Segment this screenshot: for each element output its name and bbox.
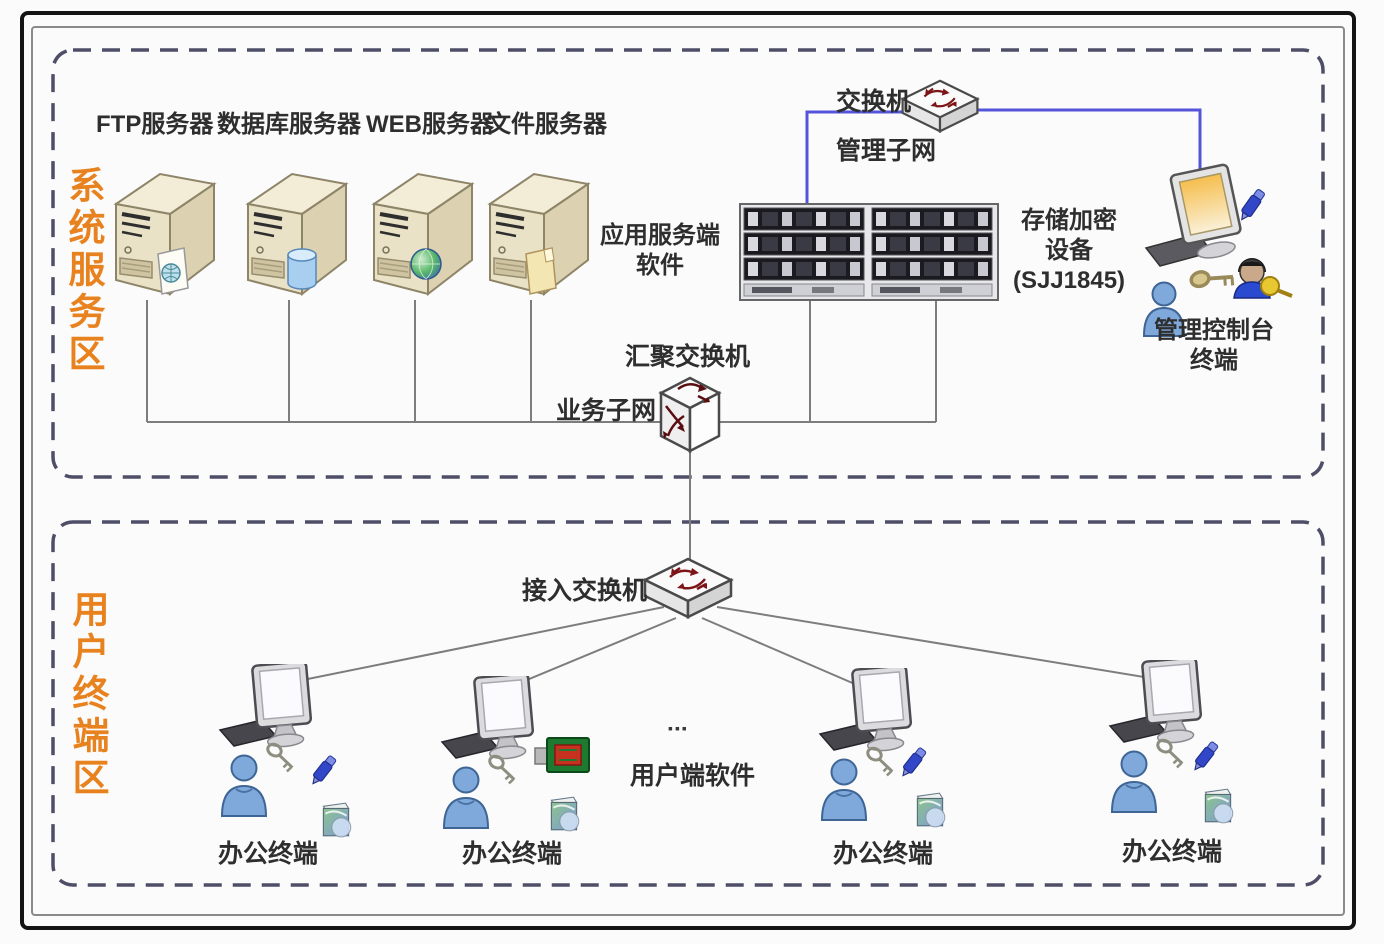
terminal-1-software-box-icon [322, 802, 352, 838]
file-folder-icon [525, 247, 557, 295]
office-terminal-3-icon [818, 668, 915, 822]
ftp-server-label: FTP服务器 [96, 111, 214, 138]
user-terminal-zone-border [51, 520, 1325, 887]
office-terminal-3-label: 办公终端 [832, 840, 933, 868]
office-terminal-4-icon [1108, 660, 1205, 814]
console-usb-key-icon [1236, 187, 1267, 224]
file-server-label: 文件服务器 [487, 111, 607, 138]
office-terminal-2-label: 办公终端 [461, 840, 562, 868]
management-switch-icon [901, 79, 979, 133]
terminal-2-card-reader-icon [534, 737, 590, 773]
application-server-rack-icon [739, 203, 999, 301]
console-key-icon [1189, 270, 1235, 289]
aggregation-switch-label: 汇聚交换机 [625, 343, 751, 371]
outer-border [20, 11, 1356, 930]
admin-user-with-key-icon [1233, 258, 1293, 299]
management-console-icon [1142, 163, 1293, 337]
application-software-label: 应用服务端 软件 [600, 222, 720, 279]
network-links [146, 300, 1151, 693]
aggregation-switch-icon [659, 376, 721, 453]
management-switch-label: 交换机 [836, 88, 912, 116]
management-console-label: 管理控制台 终端 [1154, 317, 1274, 374]
terminal-3-usb-key-icon [898, 745, 928, 780]
console-monitor-icon [1169, 163, 1242, 259]
terminal-1-usb-key-icon [308, 753, 338, 788]
database-server-label: 数据库服务器 [217, 111, 361, 138]
terminal-4-software-box-icon [1204, 788, 1234, 824]
system-service-zone-border [51, 48, 1325, 479]
business-subnet-label: 业务子网 [556, 397, 657, 425]
office-terminal-1-icon [218, 664, 315, 818]
inner-border [31, 26, 1345, 916]
client-software-label: 用户端软件 [630, 762, 756, 790]
terminal-4-usb-key-icon [1190, 739, 1220, 774]
management-subnet-label: 管理子网 [836, 137, 937, 165]
management-subnet-links [805, 108, 1202, 204]
zone-label-system-service: 系统服务区 [63, 166, 104, 376]
office-terminal-1-label: 办公终端 [217, 840, 318, 868]
office-terminal-4-label: 办公终端 [1121, 838, 1222, 866]
database-cylinder-icon [287, 248, 317, 290]
zone-label-user-terminal: 用户终端区 [67, 590, 108, 800]
web-server-label: WEB服务器 [366, 111, 494, 138]
terminal-2-software-box-icon [550, 796, 580, 832]
console-operator-icon [1151, 281, 1177, 307]
office-terminal-2-icon [440, 676, 537, 830]
ellipsis-more-terminals: ▪▪▪ [668, 720, 689, 736]
storage-encryption-device-label: 存储加密 设备 (SJJ1845) [1012, 207, 1126, 294]
terminal-3-software-box-icon [916, 792, 946, 828]
ftp-page-globe-icon [157, 247, 189, 295]
web-globe-icon [410, 248, 442, 280]
access-switch-label: 接入交换机 [522, 577, 648, 605]
